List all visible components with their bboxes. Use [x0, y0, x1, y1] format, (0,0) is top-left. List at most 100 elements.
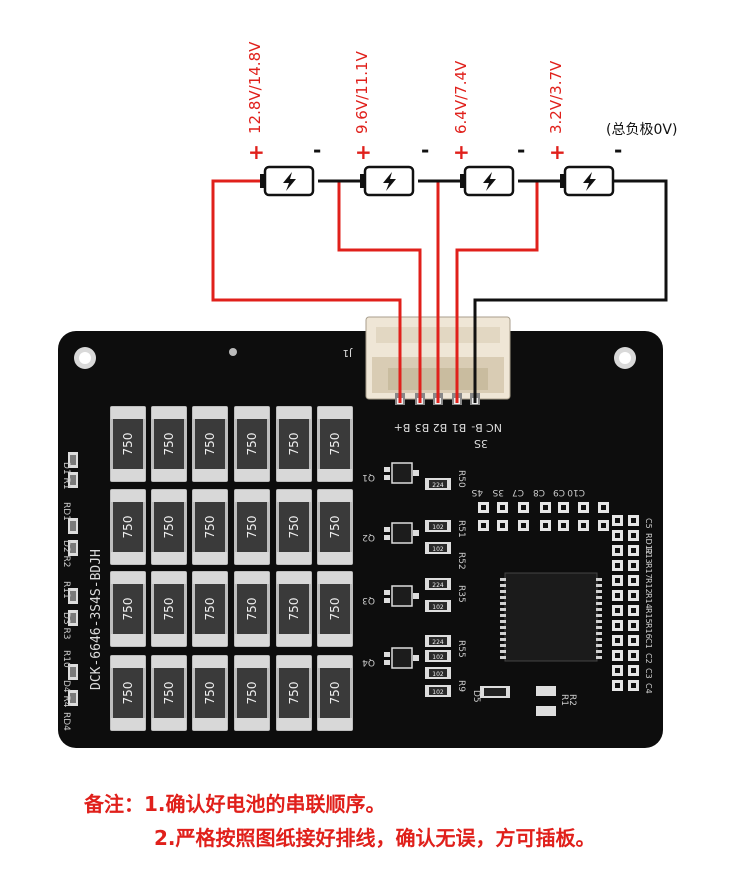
right-label: R17 [644, 563, 653, 579]
battery-cells [260, 165, 615, 197]
note-line-1: 备注：1.确认好电池的串联顺序。 [84, 792, 386, 816]
svg-text:750: 750 [245, 516, 259, 539]
ic-pin [596, 656, 602, 659]
left-label: D4 R4 [61, 680, 71, 708]
svg-text:750: 750 [245, 598, 259, 621]
svg-text:750: 750 [203, 598, 217, 621]
svg-text:Q2: Q2 [362, 532, 375, 542]
battery-cell-4 [260, 165, 315, 197]
mid-label: R51 [456, 520, 466, 538]
right-label: R12 [644, 578, 653, 594]
right-label: RD12 [644, 533, 653, 555]
ic-chip [500, 572, 602, 662]
lightning-icon [483, 172, 496, 191]
pin-label: B- [471, 421, 483, 434]
left-label: R11 [61, 581, 71, 599]
top-label: C10 [567, 487, 585, 497]
lightning-icon [383, 172, 396, 191]
left-label: D3 R3 [61, 612, 71, 640]
pin-label: B2 [433, 421, 448, 434]
svg-text:750: 750 [245, 682, 259, 705]
resistor-750: 750 [234, 489, 270, 565]
ic-pin [500, 644, 506, 647]
voltage-label-cell4: 12.8V/14.8V [246, 41, 264, 134]
ic-pin [596, 602, 602, 605]
resistor-750: 750 [192, 655, 228, 731]
resistor-750: 750 [192, 489, 228, 565]
resistor-750: 750 [317, 655, 353, 731]
small-resistor: 102 [425, 520, 451, 532]
left-led-column [68, 452, 78, 706]
ic-pin [500, 626, 506, 629]
pcb-board [58, 331, 663, 748]
svg-text:102: 102 [432, 689, 444, 696]
svg-text:224: 224 [432, 482, 444, 489]
small-resistor: 102 [425, 667, 451, 679]
wire-b-plus [211, 179, 402, 403]
battery-cell-1 [560, 165, 615, 197]
ic-pin [500, 620, 506, 623]
ic-pin [500, 590, 506, 593]
resistor-750: 750 [151, 655, 187, 731]
ic-pin [596, 650, 602, 653]
top-label: 4S [471, 487, 483, 497]
resistor-750: 750 [234, 406, 270, 482]
pin-label: B3 [415, 421, 430, 434]
small-resistor: 224 [425, 578, 451, 590]
right-label: C4 [644, 683, 653, 694]
resistor-750: 750 [276, 571, 312, 647]
ic-pin [596, 590, 602, 593]
mid-label: R50 [456, 470, 466, 488]
mosfet: Q4 [362, 647, 419, 669]
small-resistor: 102 [425, 600, 451, 612]
svg-text:750: 750 [162, 682, 176, 705]
ic-pin [596, 644, 602, 647]
ic-pin [500, 632, 506, 635]
svg-text:750: 750 [203, 682, 217, 705]
svg-text:750: 750 [162, 433, 176, 456]
resistor-750: 750 [110, 655, 146, 731]
small-resistor: 102 [425, 685, 451, 697]
svg-text:750: 750 [203, 433, 217, 456]
mid-label: R9 [456, 680, 466, 692]
minus-sign-3: - [517, 138, 526, 162]
left-label: D2 R2 [61, 540, 71, 568]
mosfet: Q1 [362, 462, 419, 484]
minus-sign-1: - [313, 138, 322, 162]
resistor-750: 750 [110, 489, 146, 565]
top-pad-row [478, 502, 609, 531]
svg-text:750: 750 [328, 433, 342, 456]
svg-text:R2: R2 [567, 694, 577, 706]
ic-pin [596, 620, 602, 623]
pin-label: NC [486, 421, 502, 434]
right-label: R16 [644, 623, 653, 639]
svg-text:102: 102 [432, 546, 444, 553]
resistor-750: 750 [234, 571, 270, 647]
svg-text:750: 750 [121, 433, 135, 456]
resistor-750: 750 [276, 655, 312, 731]
small-resistor: 102 [425, 650, 451, 662]
left-label: D1 R1 [61, 462, 71, 490]
plus-sign-4: + [549, 140, 566, 164]
svg-text:750: 750 [287, 598, 301, 621]
ic-pin [500, 602, 506, 605]
wire-b-minus [473, 179, 668, 403]
minus-sign-4: - [614, 138, 623, 162]
ic-pin [596, 626, 602, 629]
resistor-750: 750 [151, 406, 187, 482]
svg-text:750: 750 [162, 598, 176, 621]
left-label: RD1 [61, 502, 71, 521]
note-line-2: 2.严格按照图纸接好排线，确认无误，方可插板。 [154, 826, 596, 850]
ic-pin [596, 632, 602, 635]
svg-text:750: 750 [328, 682, 342, 705]
ic-pin [500, 656, 506, 659]
pin-label: B+ [394, 421, 411, 434]
plus-sign-1: + [248, 140, 265, 164]
right-label: C1 [644, 638, 653, 649]
resistor-750: 750 [276, 406, 312, 482]
